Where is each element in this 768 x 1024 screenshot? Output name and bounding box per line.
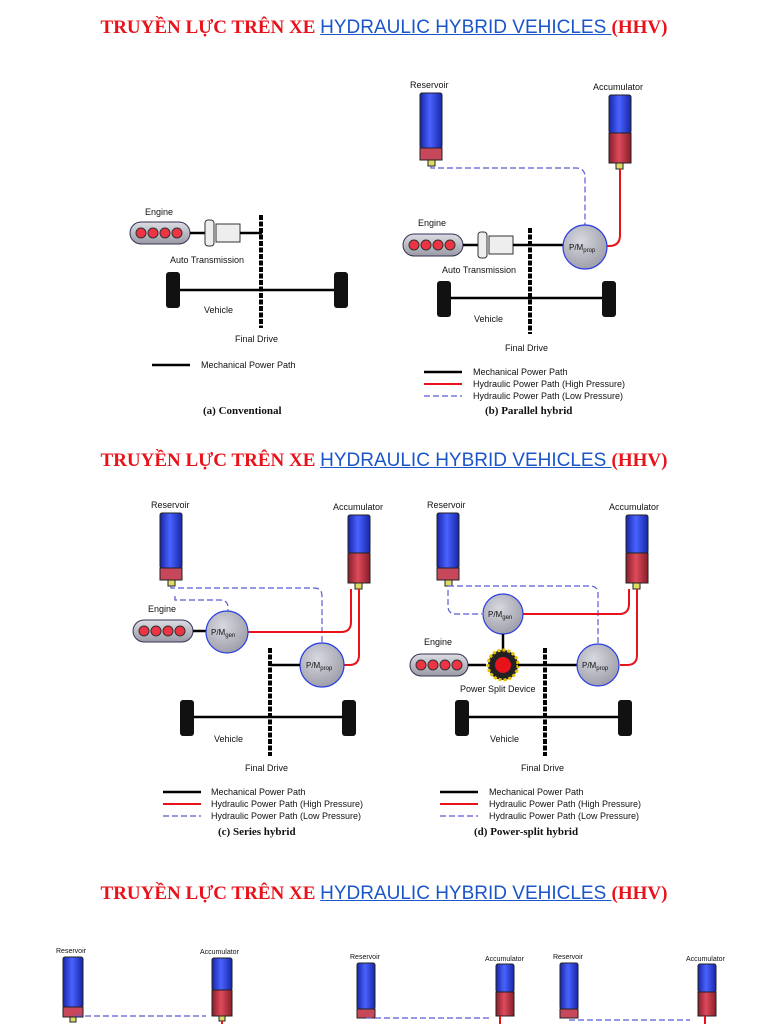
cylinder (171, 227, 183, 239)
svg-text:P/Mgen: P/Mgen (488, 610, 512, 621)
svg-text:Accumulator: Accumulator (686, 956, 726, 963)
hhv-link[interactable]: HYDRAULIC HYBRID VEHICLES (320, 450, 612, 471)
reservoir-tank (62, 956, 84, 1008)
accumulator-tank (697, 963, 717, 993)
accumulator-tank (347, 514, 371, 554)
vehicle-label: Vehicle (204, 305, 233, 315)
svg-text:P/Mprop: P/Mprop (569, 243, 596, 254)
high-pressure-line (606, 169, 621, 247)
accumulator-tank (495, 963, 515, 993)
section-title-1: TRUYỀN LỰC TRÊN XE HYDRAULIC HYBRID VEHI… (100, 17, 668, 38)
svg-text:Mechanical Power Path: Mechanical Power Path (489, 787, 584, 797)
auto-transmission (488, 235, 514, 255)
section-title-3: TRUYỀN LỰC TRÊN XE HYDRAULIC HYBRID VEHI… (100, 883, 668, 904)
wheel (618, 700, 632, 736)
wheel (166, 272, 180, 308)
cylinder (135, 227, 147, 239)
engine-label: Engine (145, 207, 173, 217)
accumulator-label: Accumulator (593, 82, 643, 92)
caption-c: (c) Series hybrid (218, 826, 296, 838)
caption-b: (b) Parallel hybrid (485, 405, 572, 417)
svg-text:P/Mprop: P/Mprop (306, 661, 333, 672)
vehicle-label: Vehicle (214, 734, 243, 744)
accumulator-label: Accumulator (609, 502, 659, 512)
svg-text:Hydraulic Power Path (High Pre: Hydraulic Power Path (High Pressure) (211, 799, 363, 809)
reservoir-label: Reservoir (410, 80, 449, 90)
high-pressure-line (248, 589, 352, 633)
reservoir-tank (419, 92, 443, 149)
hhv-link[interactable]: HYDRAULIC HYBRID VEHICLES (320, 883, 612, 904)
diagram-series: Reservoir Accumulator Engine P/Mgen P/Mp… (132, 500, 383, 838)
svg-text:Accumulator: Accumulator (200, 949, 240, 956)
svg-text:Reservoir: Reservoir (56, 948, 87, 955)
vehicle-label: Vehicle (474, 314, 503, 324)
accumulator-label: Accumulator (333, 502, 383, 512)
diagram-parallel: Reservoir Accumulator Engine Auto Transm… (402, 80, 643, 417)
engine-label: Engine (424, 637, 452, 647)
svg-text:P/Mgen: P/Mgen (211, 628, 235, 639)
svg-text:Hydraulic Power Path (Low Pres: Hydraulic Power Path (Low Pressure) (473, 391, 623, 401)
reservoir-tank (559, 962, 579, 1010)
svg-text:Hydraulic Power Path (Low Pres: Hydraulic Power Path (Low Pressure) (211, 811, 361, 821)
caption-a: (a) Conventional (203, 405, 282, 417)
diagram-row-3-partial: Reservoir Accumulator Reservoir Accumula… (56, 948, 726, 1024)
wheel (334, 272, 348, 308)
wheel (342, 700, 356, 736)
svg-text:Hydraulic Power Path (High Pre: Hydraulic Power Path (High Pressure) (489, 799, 641, 809)
legend-mechanical: Mechanical Power Path (201, 360, 296, 370)
final-drive-label: Final Drive (235, 334, 278, 344)
cylinder (147, 227, 159, 239)
vehicle-label: Vehicle (490, 734, 519, 744)
wheel (602, 281, 616, 317)
svg-text:Hydraulic Power Path (High Pre: Hydraulic Power Path (High Pressure) (473, 379, 625, 389)
high-pressure-line (523, 589, 630, 615)
svg-text:Accumulator: Accumulator (485, 956, 525, 963)
diagram-conventional: Engine Auto Transmission Vehicle Final D… (129, 207, 348, 417)
auto-transmission (215, 223, 241, 243)
power-split-label: Power Split Device (460, 684, 536, 694)
pump-motor-gen (205, 610, 249, 654)
engine-label: Engine (148, 604, 176, 614)
accumulator-tank (608, 94, 632, 134)
svg-text:Reservoir: Reservoir (350, 954, 381, 961)
reservoir-tank (159, 512, 183, 569)
low-pressure-line (448, 585, 599, 646)
final-drive-label: Final Drive (245, 763, 288, 773)
reservoir-tank (356, 962, 376, 1010)
low-pressure-line (430, 166, 586, 226)
engine-label: Engine (418, 218, 446, 228)
auto-transmission-label: Auto Transmission (170, 255, 244, 265)
reservoir-tank (436, 512, 460, 569)
wheel (455, 700, 469, 736)
diagram-power-split: Reservoir Accumulator P/Mgen Engine Powe… (409, 500, 659, 838)
reservoir-label: Reservoir (151, 500, 190, 510)
accumulator-tank (625, 514, 649, 554)
pump-motor-prop (576, 643, 620, 687)
section-title-2: TRUYỀN LỰC TRÊN XE HYDRAULIC HYBRID VEHI… (100, 450, 668, 471)
reservoir-label: Reservoir (427, 500, 466, 510)
final-drive-label: Final Drive (505, 343, 548, 353)
caption-d: (d) Power-split hybrid (474, 826, 578, 838)
hhv-link[interactable]: HYDRAULIC HYBRID VEHICLES (320, 17, 612, 38)
torque-converter (204, 219, 215, 247)
svg-text:Mechanical Power Path: Mechanical Power Path (211, 787, 306, 797)
wheel (437, 281, 451, 317)
auto-transmission-label: Auto Transmission (442, 265, 516, 275)
cylinder (159, 227, 171, 239)
wheel (180, 700, 194, 736)
accumulator-tank (211, 957, 233, 991)
pump-motor-prop (562, 224, 608, 270)
svg-text:Hydraulic Power Path (Low Pres: Hydraulic Power Path (Low Pressure) (489, 811, 639, 821)
svg-text:Reservoir: Reservoir (553, 954, 584, 961)
final-drive-label: Final Drive (521, 763, 564, 773)
svg-text:Mechanical Power Path: Mechanical Power Path (473, 367, 568, 377)
low-pressure-line (170, 586, 323, 646)
svg-text:P/Mprop: P/Mprop (582, 661, 609, 672)
